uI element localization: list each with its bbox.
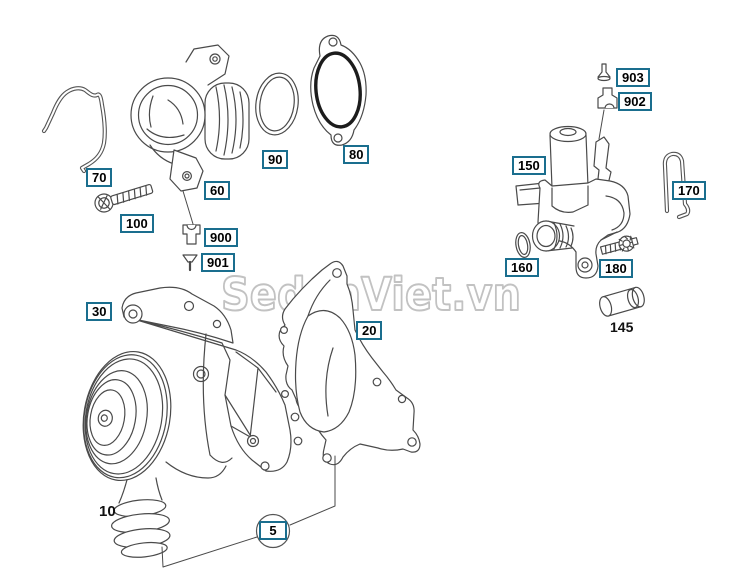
water-pump-drawing — [82, 286, 292, 558]
part-label-30: 30 — [86, 302, 113, 321]
part-label-150: 150 — [512, 156, 546, 175]
part-label-170: 170 — [672, 181, 706, 200]
spring-clip-170-drawing — [662, 151, 691, 220]
part-label-20: 20 — [356, 321, 383, 340]
plug-900-drawing — [182, 224, 201, 245]
thermostat-housing-drawing — [130, 44, 250, 225]
part-label-902: 902 — [618, 92, 652, 111]
leader-lines-5 — [161, 455, 336, 568]
wire-clip-drawing — [41, 86, 107, 174]
part-label-90: 90 — [262, 150, 289, 169]
screw-901-drawing — [182, 254, 198, 272]
o-ring-90-drawing — [255, 72, 299, 136]
sleeve-145-drawing — [599, 286, 645, 317]
watermark-text: SedanViet.vn — [221, 268, 521, 321]
pin-903-drawing — [597, 63, 611, 82]
part-label-160: 160 — [505, 258, 539, 277]
part-label-60: 60 — [204, 181, 231, 200]
part-label-80: 80 — [343, 145, 370, 164]
part-label-5: 5 — [259, 521, 287, 540]
part-label-70: 70 — [86, 168, 113, 187]
part-label-180: 180 — [599, 259, 633, 278]
plug-902-drawing — [597, 87, 618, 109]
part-label-100: 100 — [120, 214, 154, 233]
valve-assembly-150-drawing — [515, 109, 631, 279]
part-label-901: 901 — [201, 253, 235, 272]
bolt-180-drawing — [599, 235, 639, 255]
o-ring-160-drawing — [515, 232, 531, 258]
bolt-100-drawing — [94, 183, 154, 213]
part-label-145: 145 — [610, 319, 634, 335]
part-label-10: 10 — [99, 503, 116, 520]
gasket-80-drawing — [310, 34, 367, 146]
part-label-900: 900 — [204, 228, 238, 247]
gasket-20-drawing — [278, 260, 421, 466]
part-label-903: 903 — [616, 68, 650, 87]
